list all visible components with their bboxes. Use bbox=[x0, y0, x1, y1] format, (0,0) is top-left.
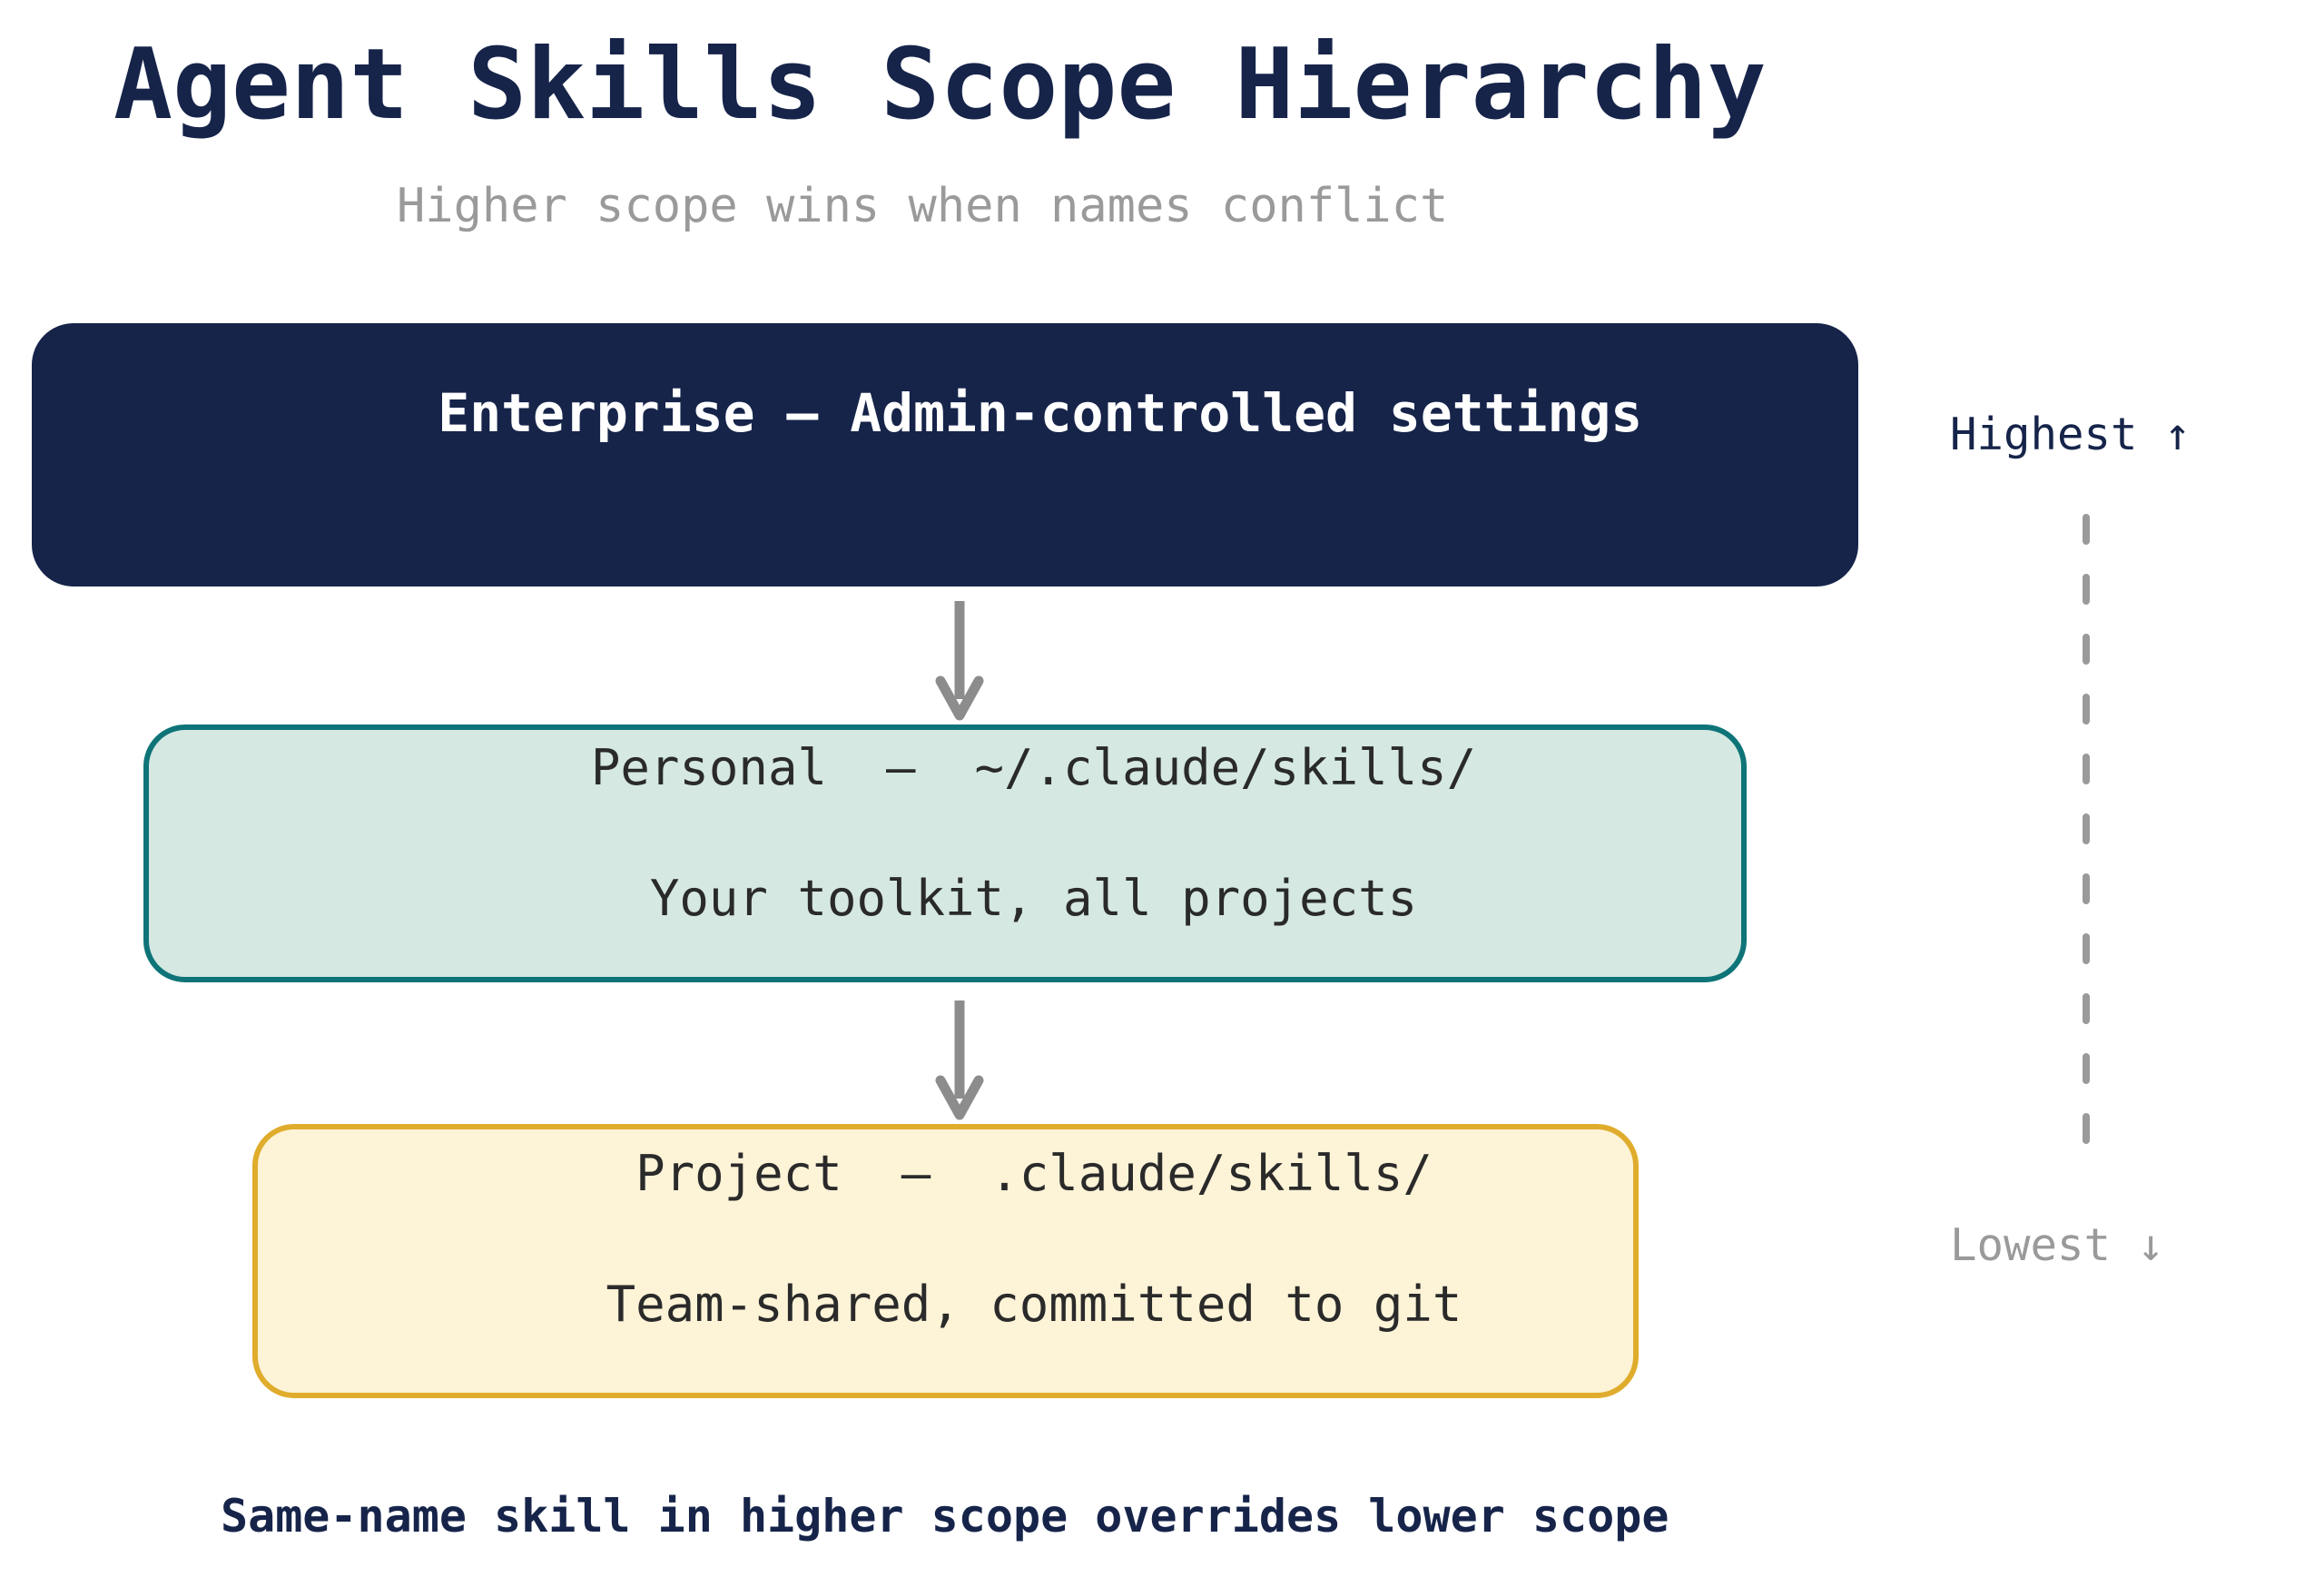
scale-label-lowest: Lowest ↓ bbox=[1950, 1219, 2165, 1271]
scope-box-enterprise-line1: Enterprise — Admin-controlled settings bbox=[438, 381, 1643, 444]
scope-box-project-text: Project — .claude/skills/ Team-shared, c… bbox=[429, 1076, 1462, 1402]
arrow-enterprise-to-personal bbox=[928, 601, 991, 721]
scope-box-project: Project — .claude/skills/ Team-shared, c… bbox=[252, 1124, 1639, 1398]
arrow-personal-to-project bbox=[928, 1000, 991, 1120]
scope-box-personal-text: Personal — ~/.claude/skills/ Your toolki… bbox=[414, 670, 1476, 996]
scope-box-enterprise-text: Enterprise — Admin-controlled settings bbox=[248, 307, 1642, 520]
scale-dashed-line bbox=[2083, 514, 2090, 1173]
scope-box-enterprise: Enterprise — Admin-controlled settings bbox=[32, 323, 1858, 586]
page-subtitle: Higher scope wins when names conflict bbox=[397, 179, 1449, 233]
scope-box-project-line1: Project — .claude/skills/ bbox=[635, 1145, 1433, 1203]
scale-label-highest: Highest ↑ bbox=[1950, 409, 2191, 460]
scope-box-personal: Personal — ~/.claude/skills/ Your toolki… bbox=[143, 724, 1747, 982]
scope-box-personal-line1: Personal — ~/.claude/skills/ bbox=[590, 739, 1477, 797]
page-title: Agent Skills Scope Hierarchy bbox=[113, 28, 1767, 142]
scope-box-project-line2: Team-shared, committed to git bbox=[606, 1275, 1462, 1333]
footer-note: Same-name skill in higher scope override… bbox=[221, 1490, 1669, 1543]
scope-box-personal-line2: Your toolkit, all projects bbox=[649, 869, 1418, 927]
